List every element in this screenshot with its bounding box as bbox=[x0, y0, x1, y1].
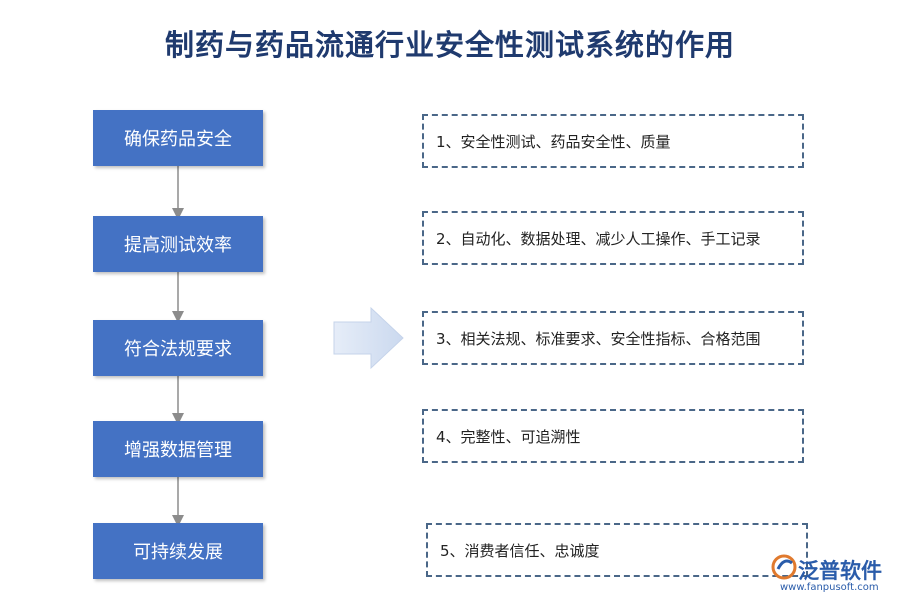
step-box-3: 符合法规要求 bbox=[93, 320, 263, 376]
detail-box-5: 5、消费者信任、忠诚度 bbox=[426, 523, 808, 577]
page-title: 制药与药品流通行业安全性测试系统的作用 bbox=[164, 28, 735, 62]
step-box-4: 增强数据管理 bbox=[93, 421, 263, 477]
logo-name: 泛普软件 bbox=[798, 559, 882, 583]
detail-box-1: 1、安全性测试、药品安全性、质量 bbox=[422, 114, 804, 168]
logo-icon bbox=[771, 554, 797, 580]
detail-box-4: 4、完整性、可追溯性 bbox=[422, 409, 804, 463]
right-arrow-icon bbox=[333, 306, 404, 370]
detail-box-2: 2、自动化、数据处理、减少人工操作、手工记录 bbox=[422, 211, 804, 265]
step-box-2: 提高测试效率 bbox=[93, 216, 263, 272]
step-box-5: 可持续发展 bbox=[93, 523, 263, 579]
step-box-1: 确保药品安全 bbox=[93, 110, 263, 166]
watermark-logo: 泛普软件 www.fanpusoft.com bbox=[770, 553, 895, 597]
logo-url: www.fanpusoft.com bbox=[780, 582, 879, 593]
detail-box-3: 3、相关法规、标准要求、安全性指标、合格范围 bbox=[422, 311, 804, 365]
